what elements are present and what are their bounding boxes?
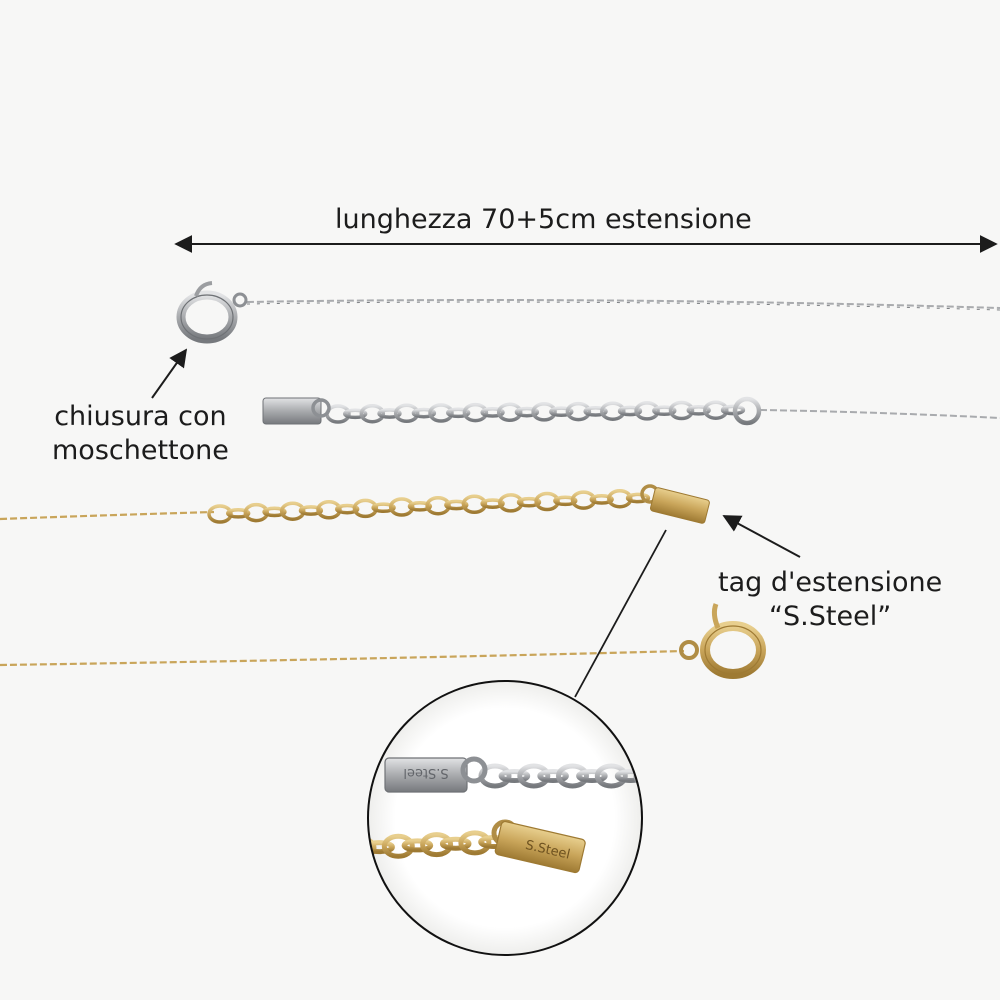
chain-link <box>594 763 628 789</box>
chain-link <box>607 488 633 509</box>
chain-link <box>703 400 729 420</box>
chain-link <box>565 401 592 422</box>
zoom-connector-line <box>574 529 667 698</box>
chain-link <box>625 492 651 504</box>
tag-annotation: tag d'estensione “S.Steel” <box>718 566 942 634</box>
chain-link <box>368 840 395 855</box>
chain-link <box>480 498 505 509</box>
silver-extension-chain <box>325 400 746 424</box>
chain-link <box>516 496 542 508</box>
chain-link <box>570 490 597 510</box>
chain-link <box>614 769 642 783</box>
clasp-annotation: chiusura con moschettone <box>52 400 229 468</box>
chain-link <box>461 494 488 515</box>
gold-fine-chain-lower <box>0 649 685 667</box>
chain-link <box>316 500 342 520</box>
gold-lobster-clasp <box>679 603 766 679</box>
length-annotation: lunghezza 70+5cm estensione <box>335 204 752 235</box>
chain-link <box>633 763 642 789</box>
chain-link <box>401 838 434 853</box>
chain-link <box>226 507 251 519</box>
chain-link <box>496 402 523 423</box>
chain-link <box>589 494 614 505</box>
zoom-gold-tag: S.Steel <box>491 819 586 874</box>
chain-link <box>407 500 433 512</box>
chain-link <box>634 401 660 421</box>
zoom-silver-engraving: S.Steel <box>403 765 448 780</box>
zoom-silver-tag: S.Steel <box>384 756 488 793</box>
silver-fine-chain-tail <box>759 409 1000 419</box>
chain-link <box>279 501 306 521</box>
chain-link <box>420 832 454 858</box>
chain-link <box>381 833 415 859</box>
chain-link <box>537 769 569 783</box>
clasp-pointer-arrow <box>151 348 188 399</box>
zoom-gold-chain <box>368 830 510 861</box>
chain-link <box>371 502 396 514</box>
gold-extension-chain <box>207 488 651 524</box>
silver-end-ring <box>732 396 762 426</box>
chain-link <box>243 502 270 523</box>
chain-link <box>668 400 695 421</box>
tag-annotation-line-1: tag d'estensione <box>718 567 943 598</box>
chain-link <box>368 835 377 861</box>
chain-link <box>556 763 589 789</box>
chain-link <box>446 407 471 419</box>
gold-fine-chain-upper <box>0 510 215 521</box>
chain-link <box>262 506 287 518</box>
chain-link <box>444 499 469 511</box>
chain-link <box>439 836 472 851</box>
chain-link <box>517 763 551 789</box>
chain-link <box>298 505 324 516</box>
chain-link <box>393 403 420 424</box>
chain-link <box>425 495 451 516</box>
chain-link <box>359 403 386 424</box>
chain-link <box>498 769 531 783</box>
chain-link <box>514 406 540 418</box>
clasp-annotation-line-2: moschettone <box>52 435 229 466</box>
chain-link <box>411 407 437 419</box>
silver-extension-tag <box>262 397 331 425</box>
chain-link <box>549 406 574 418</box>
chain-link <box>600 401 626 421</box>
chain-link <box>428 403 454 423</box>
chain-link <box>617 405 643 417</box>
chain-link <box>480 407 505 418</box>
chain-link <box>377 408 402 419</box>
chain-link <box>462 402 489 423</box>
chain-link <box>458 830 492 856</box>
silver-lobster-clasp <box>176 281 248 344</box>
chain-link <box>534 491 560 512</box>
chain-link <box>553 495 578 507</box>
chain-link <box>343 408 368 420</box>
chain-link <box>352 498 379 519</box>
chain-link <box>686 404 711 416</box>
chain-link <box>498 493 524 513</box>
zoom-lens: S.Steel S.Steel <box>367 680 643 956</box>
gold-extension-tag <box>640 484 710 524</box>
chain-link <box>531 402 557 422</box>
chain-link <box>335 503 360 515</box>
chain-link <box>576 769 608 783</box>
tag-pointer-arrow <box>722 515 801 558</box>
chain-link <box>652 405 677 417</box>
tag-annotation-line-2: “S.Steel” <box>769 601 892 632</box>
silver-fine-chain <box>246 299 1000 311</box>
chain-link <box>388 497 415 517</box>
clasp-annotation-line-1: chiusura con <box>54 401 227 432</box>
chain-link <box>583 406 608 417</box>
chain-link <box>207 504 233 524</box>
